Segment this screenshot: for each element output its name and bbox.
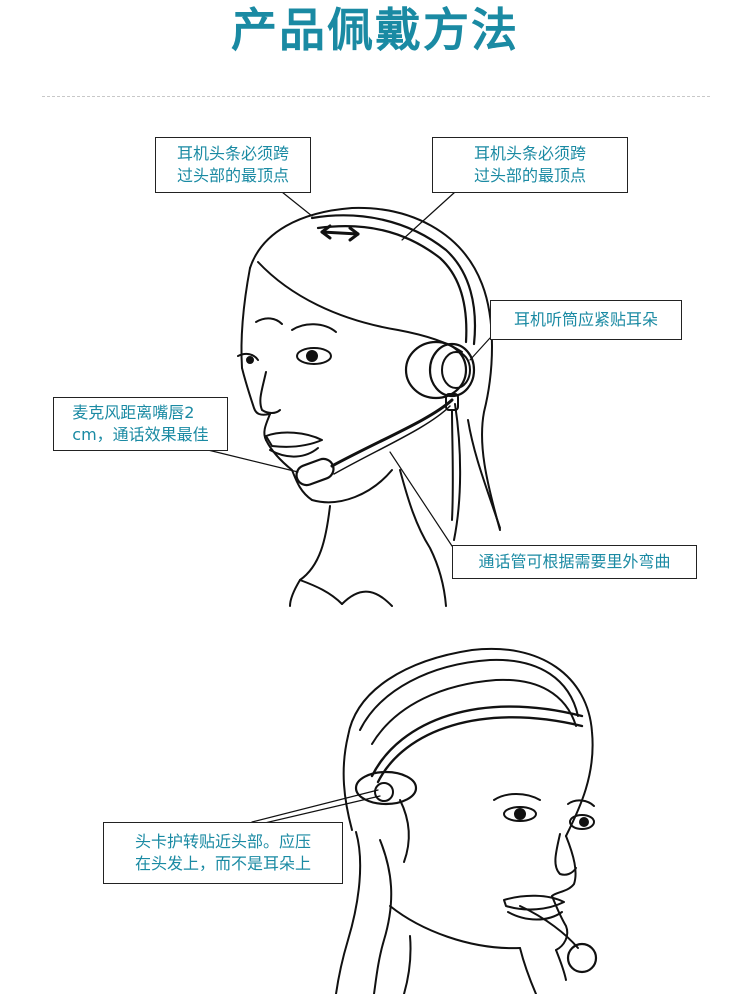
callout-earpiece-text: 耳机听筒应紧贴耳朵	[513, 310, 658, 329]
callout-mic: 麦克风距离嘴唇2 cm，通话效果最佳	[53, 397, 228, 451]
callout-leader-line-bottom	[251, 789, 381, 827]
divider	[42, 96, 710, 97]
callout-leader-lines-top	[207, 191, 491, 547]
callout-headband-left-text: 耳机头条必须跨 过头部的最顶点	[176, 144, 289, 185]
callout-headband-right-text: 耳机头条必须跨 过头部的最顶点	[473, 144, 586, 185]
callout-headclip-text: 头卡护转贴近头部。应压 在头发上，而不是耳朵上	[134, 832, 311, 873]
callout-headband-left: 耳机头条必须跨 过头部的最顶点	[155, 137, 311, 193]
woman-front-figure	[237, 206, 501, 607]
page-title: 产品佩戴方法	[231, 3, 519, 57]
woman-back-figure	[335, 647, 598, 994]
callout-tube-text: 通话管可根据需要里外弯曲	[478, 552, 671, 571]
callout-earpiece: 耳机听筒应紧贴耳朵	[490, 300, 682, 340]
callout-mic-text: 麦克风距离嘴唇2 cm，通话效果最佳	[72, 403, 209, 444]
callout-headband-right: 耳机头条必须跨 过头部的最顶点	[432, 137, 628, 193]
callout-headclip: 头卡护转贴近头部。应压 在头发上，而不是耳朵上	[103, 822, 343, 884]
callout-tube: 通话管可根据需要里外弯曲	[452, 545, 697, 579]
